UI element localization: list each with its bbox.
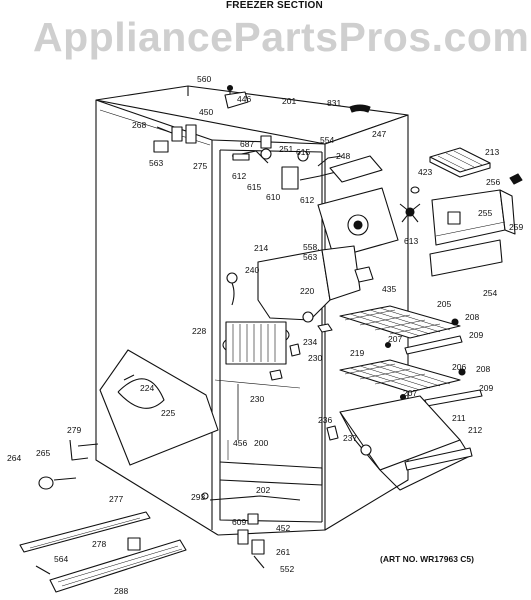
label-211: 211	[452, 413, 466, 423]
label-247: 247	[372, 129, 386, 139]
label-423: 423	[418, 167, 432, 177]
label-261: 261	[276, 547, 290, 557]
label-560: 560	[197, 74, 211, 84]
art-number: (ART NO. WR17963 C5)	[380, 554, 474, 564]
section-title: FREEZER SECTION	[226, 0, 323, 11]
label-224: 224	[140, 383, 154, 393]
label-563b: 563	[303, 252, 317, 262]
top-hinge	[224, 84, 249, 109]
part-labels: 560 446 450 201 831 268 687 251 615 554 …	[7, 74, 523, 596]
label-219: 219	[350, 348, 364, 358]
label-456: 456	[233, 438, 247, 448]
label-254: 254	[483, 288, 497, 298]
label-220: 220	[300, 286, 314, 296]
label-213: 213	[485, 147, 499, 157]
label-558: 558,	[303, 242, 320, 252]
side-panel	[99, 349, 219, 466]
toe-grille	[49, 539, 187, 593]
label-288: 288	[114, 586, 128, 596]
watermark: AppliancePartsPros.com	[33, 14, 530, 60]
label-207b: 207	[403, 388, 417, 398]
label-264: 264	[7, 453, 21, 463]
label-209a: 209	[469, 330, 483, 340]
label-446: 446	[237, 94, 251, 104]
label-279: 279	[67, 425, 81, 435]
label-205: 205	[437, 299, 451, 309]
label-610: 610	[266, 192, 280, 202]
label-615b: 615	[247, 182, 261, 192]
lower-wire-shelf	[339, 359, 483, 407]
duct-bracket	[226, 245, 361, 323]
label-234: 234	[303, 337, 317, 347]
label-212: 212	[468, 425, 482, 435]
label-201: 201	[282, 96, 296, 106]
label-240: 240	[245, 265, 259, 275]
label-208a: 208	[465, 312, 479, 322]
evaporator-coil	[222, 321, 290, 365]
label-277: 277	[109, 494, 123, 504]
kickplate-bracket	[19, 511, 151, 553]
header: FREEZER SECTION AppliancePartsPros.com	[0, 0, 531, 60]
label-230b: 230	[250, 394, 264, 404]
label-214: 214	[254, 243, 268, 253]
cabinet-shell	[95, 85, 409, 536]
label-207a: 207	[388, 334, 402, 344]
label-236: 236	[318, 415, 332, 425]
label-248: 248	[336, 151, 350, 161]
label-687: 687	[240, 139, 254, 149]
label-615a: 615	[296, 147, 310, 157]
label-563a: 563	[149, 158, 163, 168]
ice-tray	[429, 147, 491, 178]
label-208b: 208	[476, 364, 490, 374]
label-831: 831	[327, 98, 341, 108]
label-230a: 230	[308, 353, 322, 363]
upper-wire-shelf	[339, 305, 463, 355]
label-237: 237	[343, 433, 357, 443]
label-278: 278	[92, 539, 106, 549]
label-256: 256	[486, 177, 500, 187]
label-228: 228	[192, 326, 206, 336]
label-552: 552	[280, 564, 294, 574]
label-293: 293	[191, 492, 205, 502]
ice-bin	[339, 395, 473, 491]
label-275: 275	[193, 161, 207, 171]
label-225: 225	[161, 408, 175, 418]
label-450: 450	[199, 107, 213, 117]
label-435: 435	[382, 284, 396, 294]
label-251: 251	[279, 144, 293, 154]
label-612a: 612	[232, 171, 246, 181]
label-202: 202	[256, 485, 270, 495]
label-259: 259	[509, 222, 523, 232]
label-268: 268	[132, 120, 146, 130]
label-200: 200	[254, 438, 268, 448]
evaporator-cover	[317, 155, 399, 259]
fan-housing	[431, 189, 516, 246]
label-452: 452	[276, 523, 290, 533]
label-265: 265	[36, 448, 50, 458]
label-612b: 612	[300, 195, 314, 205]
label-206: 206	[452, 362, 466, 372]
label-609: 609	[232, 517, 246, 527]
label-564: 564	[54, 554, 68, 564]
label-209b: 209	[479, 383, 493, 393]
label-255: 255	[478, 208, 492, 218]
label-554: 554	[320, 135, 334, 145]
label-613: 613	[404, 236, 418, 246]
